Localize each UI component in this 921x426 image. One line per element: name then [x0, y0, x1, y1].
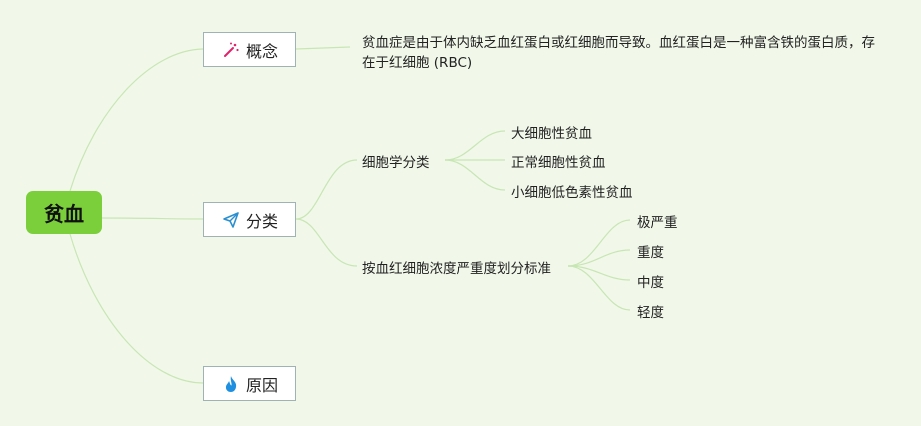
magic-sparkle-icon: [222, 41, 240, 59]
leaf-severe[interactable]: 重度: [637, 245, 664, 261]
link-root-concept: [69, 48, 204, 192]
topic-cause-label: 原因: [246, 375, 279, 395]
leaf-moderate[interactable]: 中度: [637, 275, 664, 291]
subtopic-cytology[interactable]: 细胞学分类: [362, 155, 430, 171]
leaf-normocytic[interactable]: 正常细胞性贫血: [511, 155, 606, 171]
topic-classification-label: 分类: [246, 211, 279, 231]
link-concept-text: [295, 46, 351, 50]
topic-cause[interactable]: 原因: [203, 366, 296, 401]
leaf-macrocytic[interactable]: 大细胞性贫血: [511, 126, 592, 142]
root-label: 贫血: [44, 202, 84, 226]
link-root-classification: [101, 217, 204, 220]
link-class-cytology: [295, 159, 358, 220]
leaf-extreme[interactable]: 极严重: [637, 215, 678, 231]
leaf-microcytic[interactable]: 小细胞低色素性贫血: [511, 185, 633, 201]
link-class-hemoglobin: [295, 218, 358, 267]
topic-concept[interactable]: 概念: [203, 32, 296, 67]
leaf-mild[interactable]: 轻度: [637, 305, 664, 321]
link-root-cause: [69, 233, 204, 384]
subtopic-hemoglobin-severity[interactable]: 按血红细胞浓度严重度划分标准: [362, 261, 551, 277]
topic-classification[interactable]: 分类: [203, 202, 296, 237]
topic-concept-label: 概念: [246, 41, 279, 61]
flame-icon: [222, 375, 240, 393]
paper-plane-icon: [222, 211, 240, 229]
concept-description: 贫血症是由于体内缺乏血红蛋白或红细胞而导致。血红蛋白是一种富含铁的蛋白质，存在于…: [362, 35, 875, 71]
root-node[interactable]: 贫血: [26, 191, 102, 234]
